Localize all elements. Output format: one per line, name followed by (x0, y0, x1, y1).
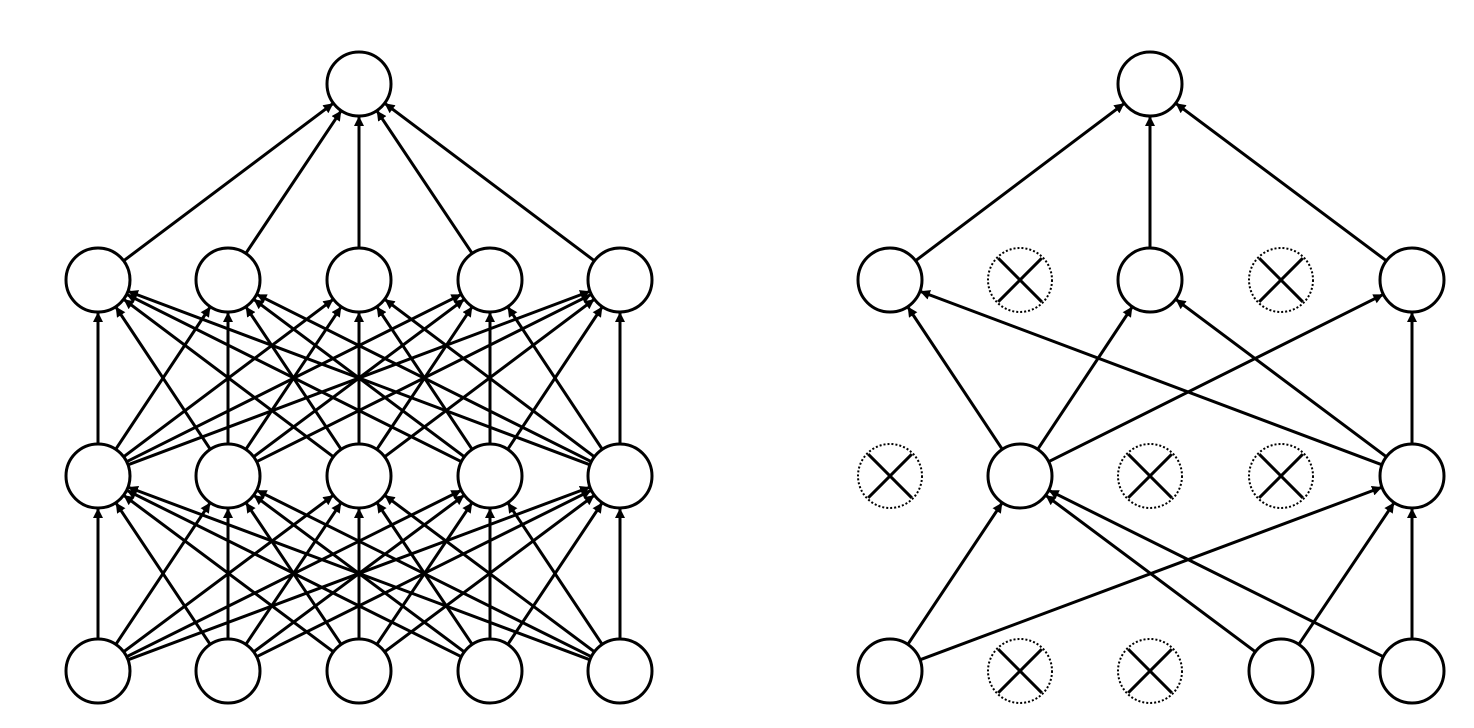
standard-network-edge-l0-n4-to-n2 (384, 494, 596, 654)
standard-network-edge-l2-n4-to-n0 (384, 102, 596, 262)
standard-network-node-l2-n1 (194, 246, 262, 314)
standard-network-node-l0-n0 (64, 637, 132, 705)
x-cross-icon (1258, 453, 1304, 499)
standard-network-node-l1-n4 (586, 442, 654, 510)
standard-network-node-l1-n1 (194, 442, 262, 510)
standard-network-edge-l1-n4-to-n1 (256, 293, 593, 464)
standard-network-node-l2-n3 (456, 246, 524, 314)
thinned-network-edge-l1-n1-to-n0 (906, 306, 1004, 451)
standard-network-edge-l0-n4-to-n0 (127, 485, 591, 662)
thinned-network-edge-l0-n3-to-n1 (1045, 494, 1257, 654)
standard-network-edge-l1-n1-to-n0 (114, 306, 212, 451)
standard-network-node-l1-n2 (325, 442, 393, 510)
thinned-network-node-l0-n2-dropped (1117, 638, 1183, 704)
standard-network-edge-l1-n3-to-n0 (126, 293, 463, 464)
x-cross-icon (997, 648, 1043, 694)
thinned-network-node-l0-n3 (1247, 637, 1315, 705)
thinned-network-node-l0-n1-dropped (987, 638, 1053, 704)
standard-network-node-l1-n3 (456, 442, 524, 510)
thinned-network-node-l2-n1-dropped (987, 247, 1053, 313)
standard-network-edge-l0-n1-to-n0 (115, 502, 212, 646)
standard-network-node-l2-n0 (64, 246, 132, 314)
thinned-network-node-l2-n2 (1116, 246, 1184, 314)
standard-network-edge-l2-n3-to-n0 (376, 110, 474, 255)
thinned-network-node-l1-n2-dropped (1117, 443, 1183, 509)
thinned-network-edge-l1-n1-to-n2 (1036, 306, 1134, 451)
standard-network-edge-l2-n1-to-n0 (244, 110, 342, 255)
thinned-network-node-l1-n0-dropped (857, 443, 923, 509)
x-cross-icon (997, 257, 1043, 303)
standard-network-edge-l2-n0-to-n0 (122, 102, 334, 262)
thinned-network-node-l0-n0 (856, 637, 924, 705)
thinned-network-edge-l1-n1-to-n4 (1047, 293, 1384, 464)
standard-network-edge-l1-n4-to-n2 (384, 298, 596, 458)
standard-network-node-l2-n2 (325, 246, 393, 314)
thinned-network-edge-l0-n4-to-n1 (1048, 489, 1384, 659)
thinned-network-node-l1-n1 (986, 442, 1054, 510)
standard-network-node-l3-n0 (325, 50, 393, 118)
thinned-network-edge-l2-n0-to-n0 (914, 102, 1125, 262)
edges-layer (93, 102, 1417, 662)
nodes-layer (64, 50, 1446, 705)
thinned-network-node-l1-n4 (1378, 442, 1446, 510)
standard-network-edge-l0-n3-to-n0 (126, 489, 462, 659)
thinned-network-node-l2-n3-dropped (1248, 247, 1314, 313)
thinned-network-edge-l1-n4-to-n2 (1175, 298, 1388, 459)
thinned-network-node-l1-n3-dropped (1248, 443, 1314, 509)
thinned-network-node-l0-n4 (1378, 637, 1446, 705)
standard-network-edge-l1-n4-to-n3 (506, 306, 604, 451)
thinned-network-node-l3-n0 (1116, 50, 1184, 118)
thinned-network-node-l2-n4 (1378, 246, 1446, 314)
standard-network-node-l0-n1 (194, 637, 262, 705)
thinned-network-edge-l0-n0-to-n1 (906, 502, 1003, 646)
thinned-network-edge-l1-n4-to-n0 (919, 290, 1383, 467)
standard-network-edge-l0-n4-to-n1 (256, 489, 592, 659)
thinned-network-edge-l2-n4-to-n0 (1175, 102, 1388, 263)
x-cross-icon (1127, 453, 1173, 499)
standard-network-edge-l1-n2-to-n0 (123, 298, 335, 458)
standard-network-edge-l1-n4-to-n0 (127, 290, 591, 467)
x-cross-icon (1127, 648, 1173, 694)
standard-network-node-l1-n0 (64, 442, 132, 510)
standard-network-node-l0-n4 (586, 637, 654, 705)
standard-network-node-l2-n4 (586, 246, 654, 314)
standard-network-node-l0-n2 (325, 637, 393, 705)
standard-network-node-l0-n3 (456, 637, 524, 705)
thinned-network-node-l2-n0 (856, 246, 924, 314)
x-cross-icon (1258, 257, 1304, 303)
standard-network-edge-l0-n4-to-n3 (507, 502, 604, 646)
x-cross-icon (867, 453, 913, 499)
standard-network-edge-l0-n2-to-n0 (123, 494, 335, 654)
